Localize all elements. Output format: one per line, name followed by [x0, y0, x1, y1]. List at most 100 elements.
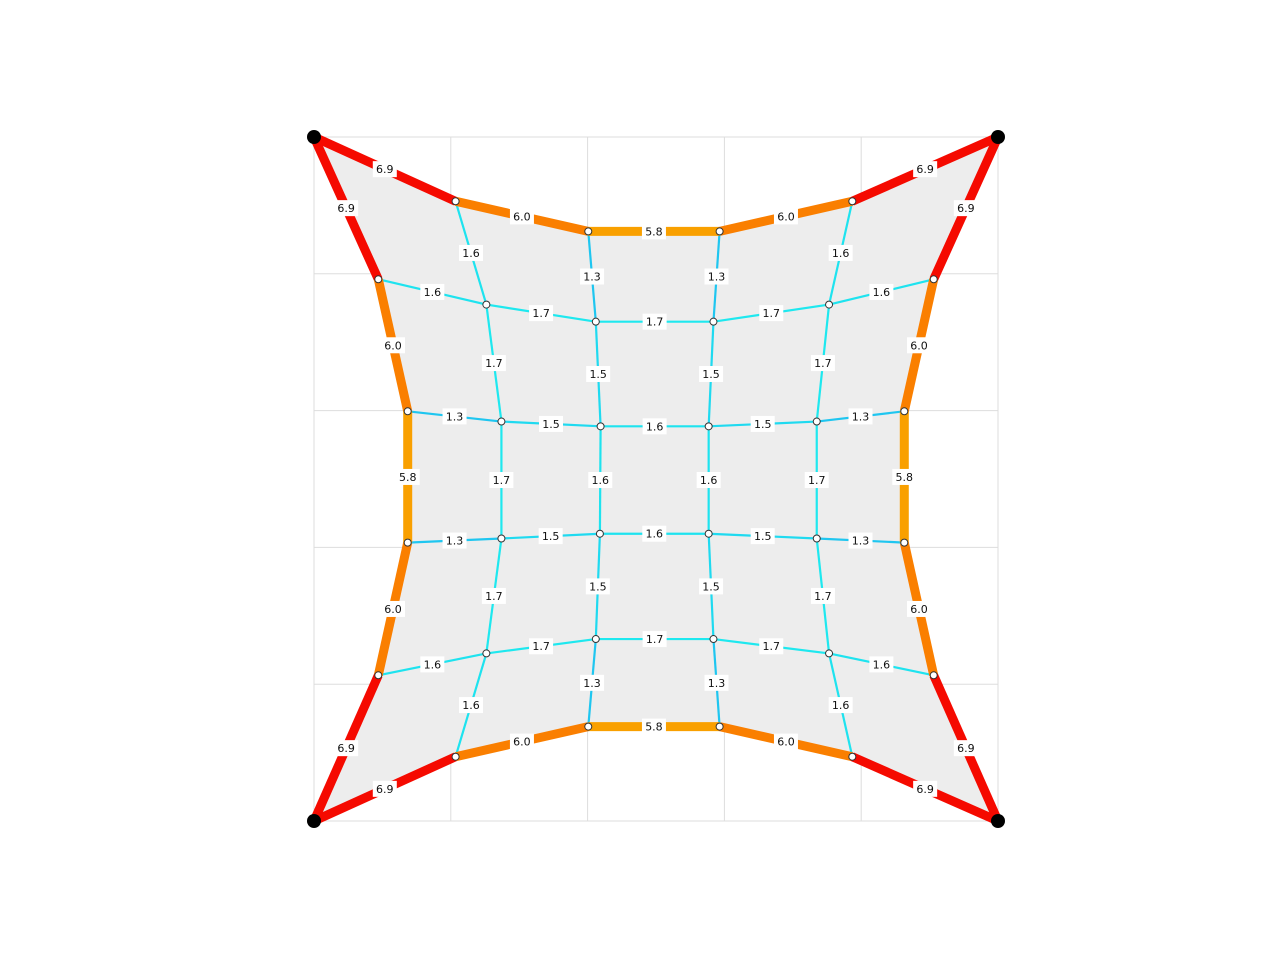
force-label-background	[828, 244, 853, 261]
force-label: 6.0	[906, 337, 931, 354]
force-label: 1.3	[704, 268, 729, 285]
force-label-text: 1.6	[424, 286, 442, 299]
force-label: 1.7	[810, 587, 835, 604]
force-label-background	[704, 268, 729, 285]
force-label-background	[750, 528, 775, 545]
force-label-background	[509, 208, 534, 225]
force-label: 5.8	[641, 223, 666, 240]
force-label-text: 1.7	[646, 316, 664, 329]
network-nodes	[307, 130, 1005, 828]
force-label: 6.0	[509, 733, 534, 750]
force-label-text: 5.8	[645, 225, 663, 238]
force-label-background	[750, 415, 775, 432]
force-label: 1.6	[828, 244, 853, 261]
force-label-text: 6.9	[376, 163, 394, 176]
free-node	[929, 275, 938, 284]
force-label-background	[588, 472, 613, 489]
force-label-text: 1.6	[462, 699, 480, 712]
force-label-background	[848, 408, 873, 425]
force-label: 6.0	[509, 208, 534, 225]
force-label-background	[442, 408, 467, 425]
force-label-text: 5.8	[399, 471, 417, 484]
force-label-text: 1.5	[702, 580, 720, 593]
force-label: 6.9	[953, 740, 978, 757]
force-label-text: 1.7	[493, 474, 511, 487]
force-label-background	[773, 733, 798, 750]
force-label: 1.6	[869, 283, 894, 300]
force-label-background	[642, 313, 667, 330]
force-label-text: 6.0	[384, 339, 402, 352]
free-node	[900, 407, 909, 416]
force-label-text: 1.6	[592, 474, 610, 487]
free-node	[482, 300, 491, 309]
force-label: 1.7	[759, 305, 784, 322]
support-node	[307, 814, 321, 828]
force-label-text: 1.6	[424, 658, 442, 671]
force-label: 1.3	[704, 674, 729, 691]
force-label-text: 1.3	[708, 271, 726, 284]
force-label-background	[381, 600, 406, 617]
force-label-background	[372, 780, 397, 797]
force-label: 6.9	[334, 200, 359, 217]
force-label-text: 1.3	[446, 535, 464, 548]
force-label-text: 6.0	[910, 603, 928, 616]
force-label: 1.3	[848, 408, 873, 425]
force-label-background	[372, 161, 397, 178]
free-node	[709, 317, 718, 326]
force-label: 6.9	[953, 200, 978, 217]
free-node	[848, 752, 857, 761]
force-label-background	[420, 656, 445, 673]
force-label: 1.7	[529, 638, 554, 655]
force-label: 1.7	[529, 305, 554, 322]
force-label-background	[641, 223, 666, 240]
free-node	[374, 671, 383, 680]
force-label: 1.7	[810, 355, 835, 372]
interior-edges	[378, 200, 934, 758]
force-label-background	[489, 472, 514, 489]
free-node	[812, 417, 821, 426]
force-label: 1.7	[642, 631, 667, 648]
free-node	[451, 752, 460, 761]
force-label: 1.6	[642, 525, 667, 542]
free-node	[715, 722, 724, 731]
force-label-text: 1.5	[542, 530, 560, 543]
force-label: 1.6	[588, 472, 613, 489]
force-label-background	[509, 733, 534, 750]
force-label: 1.5	[585, 578, 610, 595]
force-label: 1.6	[458, 697, 483, 714]
force-label-background	[529, 305, 554, 322]
force-label-background	[906, 337, 931, 354]
force-label: 6.9	[372, 780, 397, 797]
force-label-text: 1.7	[763, 307, 781, 320]
force-label: 1.7	[804, 472, 829, 489]
force-label: 6.0	[381, 337, 406, 354]
force-label-background	[580, 674, 605, 691]
force-label: 1.5	[750, 528, 775, 545]
free-node	[704, 422, 713, 431]
free-node	[497, 417, 506, 426]
free-node	[451, 197, 460, 206]
force-label-text: 1.6	[873, 286, 891, 299]
force-label-text: 1.7	[485, 590, 503, 603]
force-label-background	[699, 578, 724, 595]
free-node	[403, 538, 412, 547]
force-label-background	[642, 631, 667, 648]
force-label-text: 1.7	[763, 640, 781, 653]
force-label: 1.3	[580, 674, 605, 691]
force-label-text: 6.0	[910, 339, 928, 352]
free-node	[929, 671, 938, 680]
force-label-text: 6.9	[916, 163, 934, 176]
free-node	[482, 649, 491, 658]
force-label-text: 1.6	[462, 247, 480, 260]
free-node	[715, 227, 724, 236]
force-label-background	[704, 674, 729, 691]
free-node	[584, 227, 593, 236]
force-label-text: 1.3	[708, 677, 726, 690]
force-label-background	[759, 638, 784, 655]
force-label: 5.8	[641, 718, 666, 735]
force-label-text: 6.9	[916, 783, 934, 796]
force-label-text: 1.7	[814, 357, 832, 370]
force-label-text: 6.9	[376, 783, 394, 796]
force-label-text: 6.9	[957, 202, 975, 215]
force-label: 1.5	[538, 528, 563, 545]
